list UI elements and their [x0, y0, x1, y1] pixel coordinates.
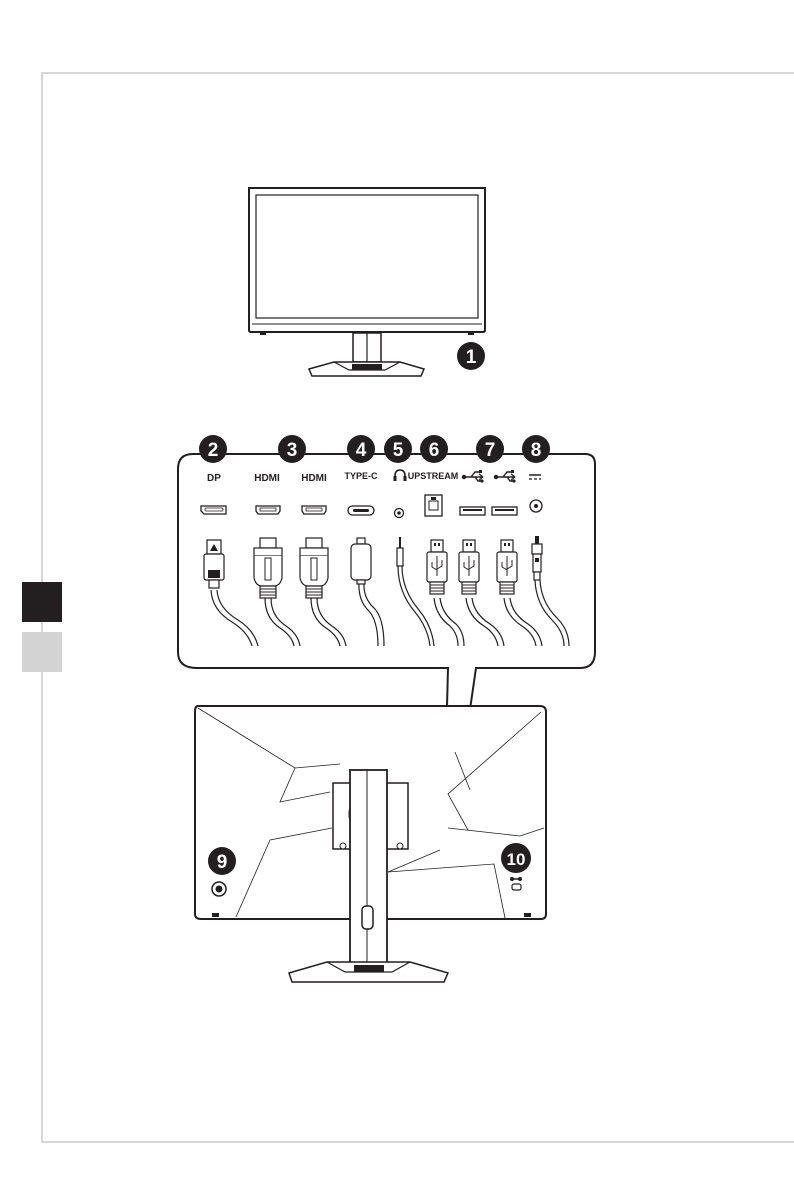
callout-2-label: 2: [208, 440, 219, 461]
type-c-label: TYPE-C: [344, 471, 378, 481]
dp-port: [201, 506, 226, 514]
callout-3-label: 3: [287, 440, 298, 461]
hdmi-1-label: HDMI: [254, 473, 280, 484]
monitor-back-view: [195, 706, 546, 982]
callout-9: 9: [208, 847, 236, 875]
dp-label: DP: [207, 473, 221, 484]
monitor-front-view: [249, 188, 485, 376]
callout-3: 3: [278, 435, 306, 463]
upstream-label: UPSTREAM: [408, 471, 459, 481]
callout-7: 7: [476, 435, 504, 463]
hdmi-port-1: [256, 506, 280, 514]
callout-6-label: 6: [429, 440, 440, 461]
callout-8: 8: [522, 435, 550, 463]
hdmi-2-label: HDMI: [301, 473, 327, 484]
callout-10-label: 10: [507, 850, 526, 869]
callout-5: 5: [384, 435, 412, 463]
navi-key-button[interactable]: [212, 882, 226, 896]
usb-upstream-port: [425, 495, 442, 516]
callout-6: 6: [420, 435, 448, 463]
hdmi-port-2: [302, 506, 326, 514]
usb-a-port-1: [460, 507, 485, 515]
audio-port: [395, 509, 404, 518]
callout-4-label: 4: [356, 440, 367, 461]
callout-1: 1: [457, 342, 485, 370]
kensington-lock-slot[interactable]: [512, 884, 521, 890]
callout-7-label: 7: [485, 440, 496, 461]
callout-1-label: 1: [466, 347, 477, 368]
callout-8-label: 8: [531, 440, 542, 461]
type-c-port: [348, 506, 374, 515]
dc-in-port: [530, 500, 542, 512]
type-c-plug: [351, 538, 371, 584]
callout-9-label: 9: [217, 852, 228, 873]
callout-2: 2: [199, 435, 227, 463]
usb-a-port-2: [492, 507, 517, 515]
callout-4: 4: [347, 435, 375, 463]
callout-5-label: 5: [393, 440, 404, 461]
callout-10: 10: [501, 843, 531, 873]
